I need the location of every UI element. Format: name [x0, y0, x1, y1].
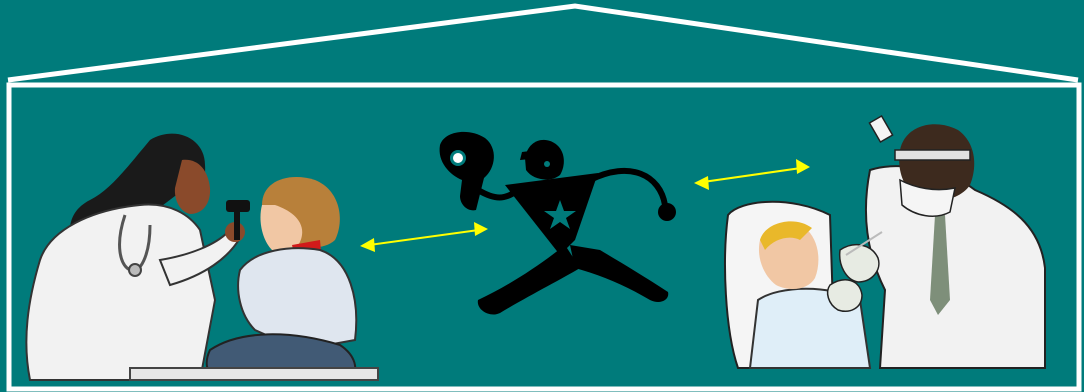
- roof-line: [8, 6, 1078, 80]
- dentist-child-icon: [725, 116, 1045, 368]
- double-arrow-left: [360, 222, 488, 252]
- double-arrow-right: [694, 159, 810, 190]
- doctor-otoscope-child-icon: [26, 134, 378, 380]
